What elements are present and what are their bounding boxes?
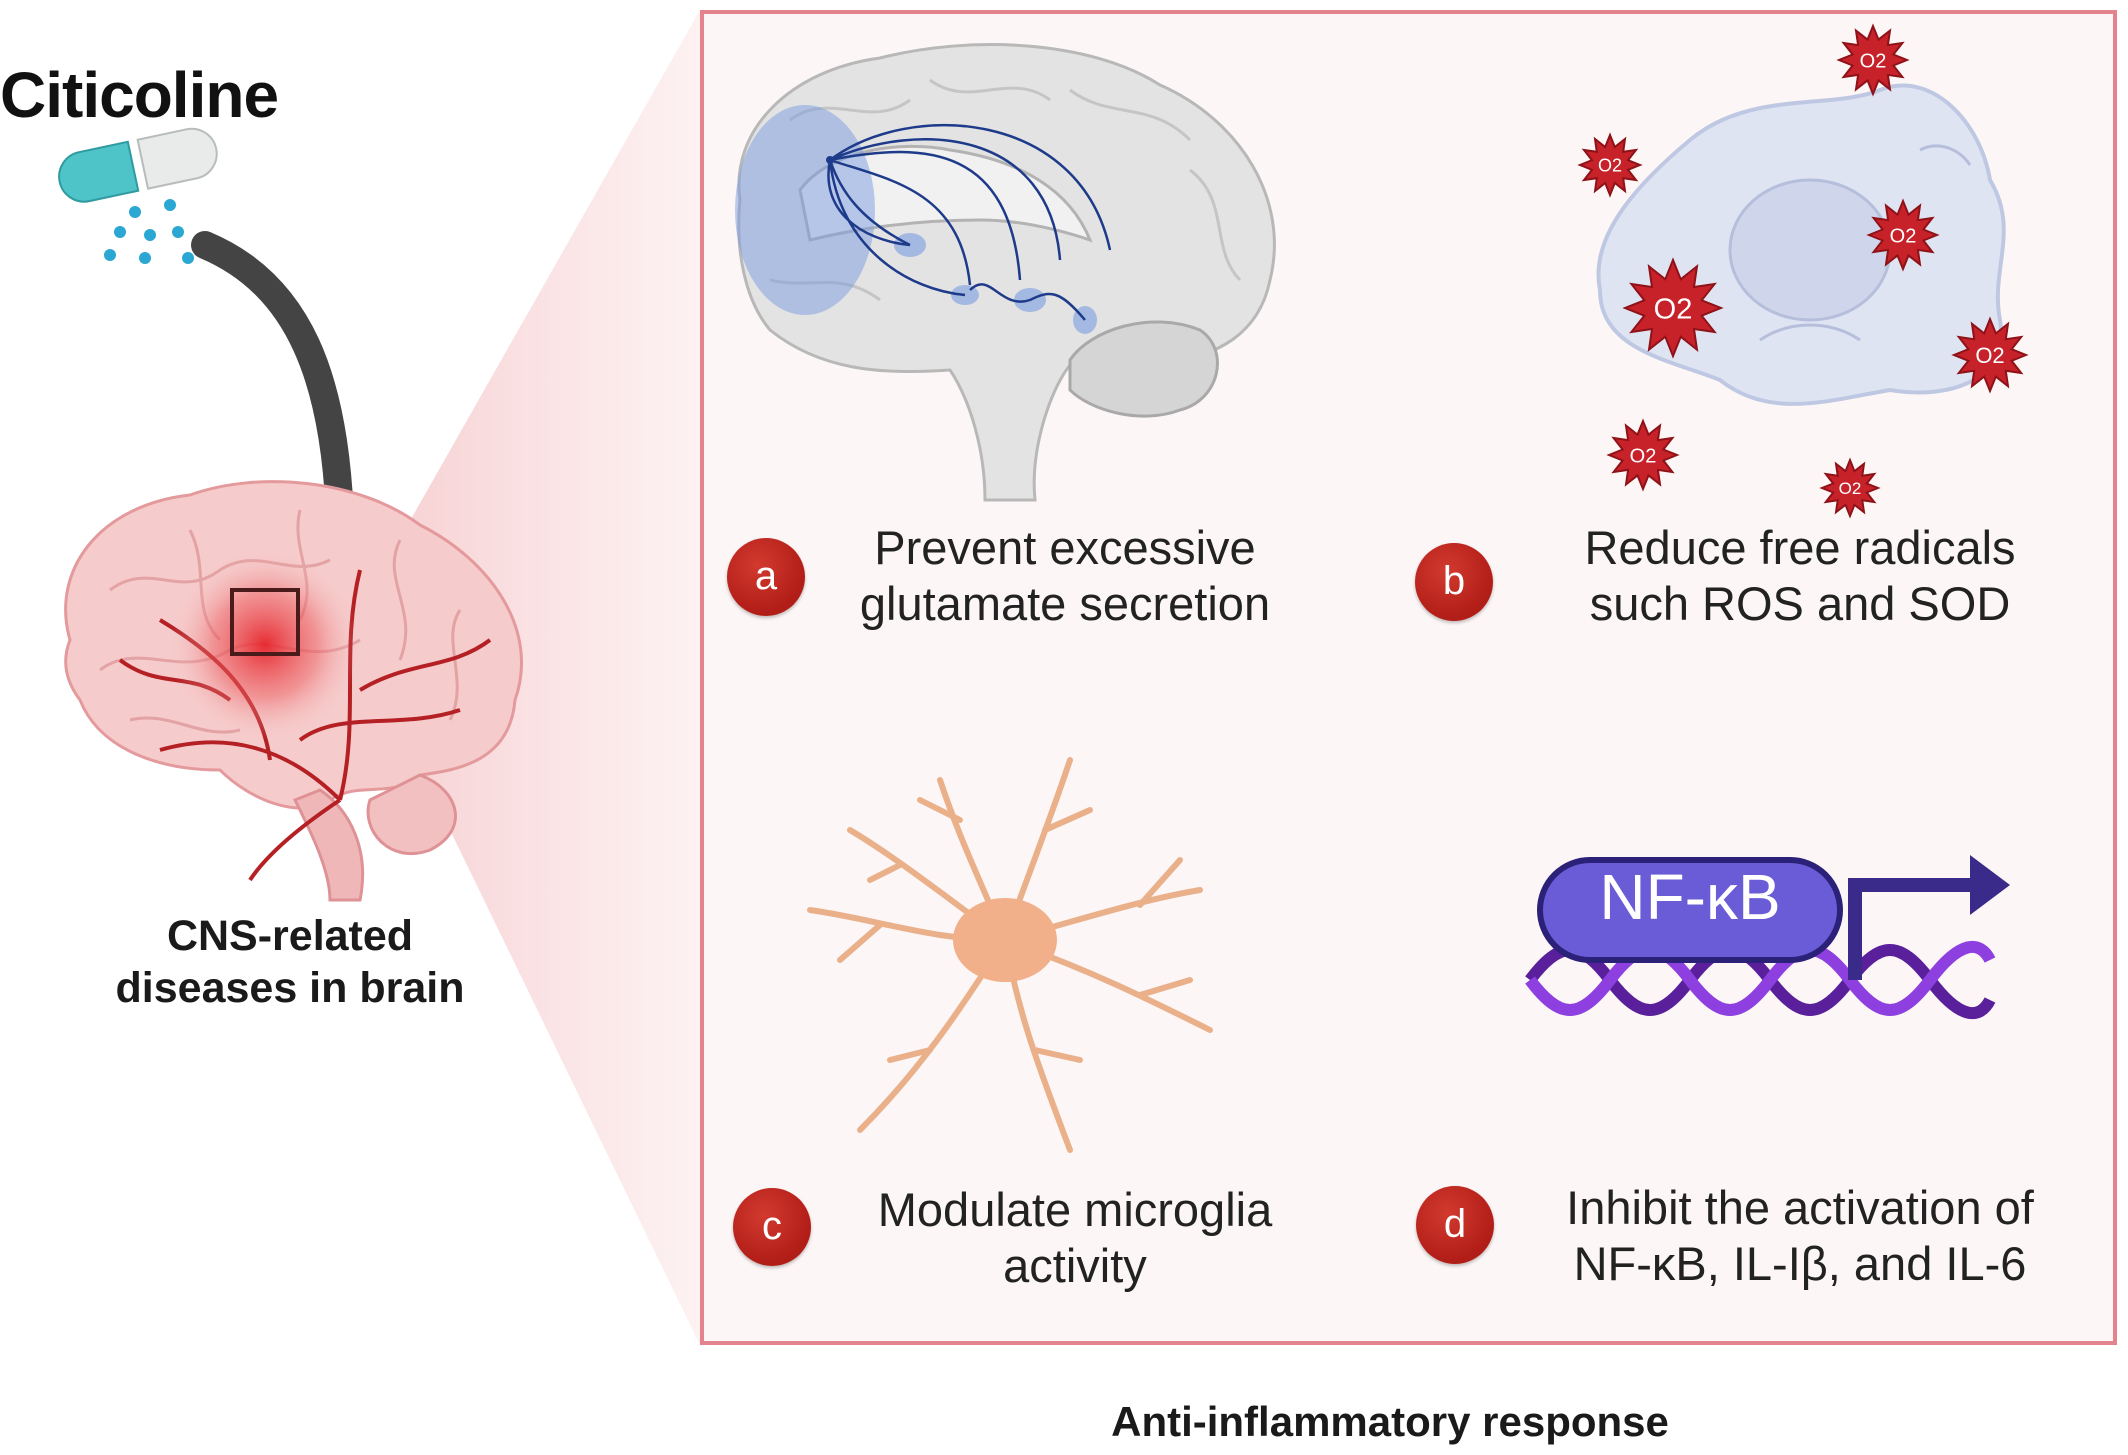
badge-c: c [733, 1188, 811, 1266]
caption-c-line1: Modulate microglia [877, 1183, 1273, 1236]
radical-label: O2 [1890, 225, 1917, 247]
caption-d-line2: NF-κB, IL-Iβ, and IL-6 [1573, 1237, 2027, 1290]
caption-c-line2: activity [1003, 1239, 1147, 1292]
nfkb-label: NF-κB [1599, 861, 1781, 933]
radical-label: O2 [1839, 479, 1862, 498]
caption-c: Modulate microglia activity [840, 1182, 1310, 1294]
superoxide-radical-icon [1622, 257, 1724, 359]
caption-a-line1: Prevent excessive [874, 521, 1256, 574]
cns-label-line1: CNS-related [166, 912, 414, 960]
microglia-illustration [807, 757, 1213, 1153]
title: Citicoline [0, 59, 279, 131]
caption-a: Prevent excessive glutamate secretion [830, 520, 1300, 632]
radical-label: O2 [1654, 294, 1693, 326]
caption-b-line1: Reduce free radicals [1584, 521, 2016, 574]
superoxide-radical-icon [1866, 198, 1940, 272]
badge-a: a [727, 538, 805, 616]
granules-icon [104, 199, 194, 264]
cns-label-line2: diseases in brain [115, 964, 465, 1012]
capsule-icon [58, 127, 218, 203]
badge-d: d [1416, 1186, 1494, 1264]
caption-b-line2: such ROS and SOD [1589, 577, 2011, 630]
caption-a-line2: glutamate secretion [859, 577, 1271, 630]
caption-d: Inhibit the activation of NF-κB, IL-Iβ, … [1520, 1180, 2080, 1292]
superoxide-radical-icon [1577, 132, 1643, 198]
superoxide-radical-icon [1836, 23, 1910, 97]
nfkb-dna-illustration [1525, 855, 2010, 1020]
glutamate-brain-illustration [735, 43, 1276, 502]
radical-label: O2 [1598, 156, 1622, 176]
caption-b: Reduce free radicals such ROS and SOD [1540, 520, 2060, 632]
cns-diseases-label: CNS-related diseases in brain [100, 910, 480, 1014]
footer-label: Anti-inflammatory response [1111, 1398, 1669, 1445]
superoxide-radical-icon [1606, 418, 1680, 492]
superoxide-radical-icon [1951, 316, 2029, 394]
radical-label: O2 [1860, 50, 1887, 72]
radical-label: O2 [1630, 445, 1657, 467]
radical-label: O2 [1975, 343, 2004, 368]
superoxide-radical-icon [1819, 457, 1881, 519]
caption-d-line1: Inhibit the activation of [1566, 1181, 2034, 1234]
brain-illustration [64, 480, 524, 902]
badge-b: b [1415, 543, 1493, 621]
